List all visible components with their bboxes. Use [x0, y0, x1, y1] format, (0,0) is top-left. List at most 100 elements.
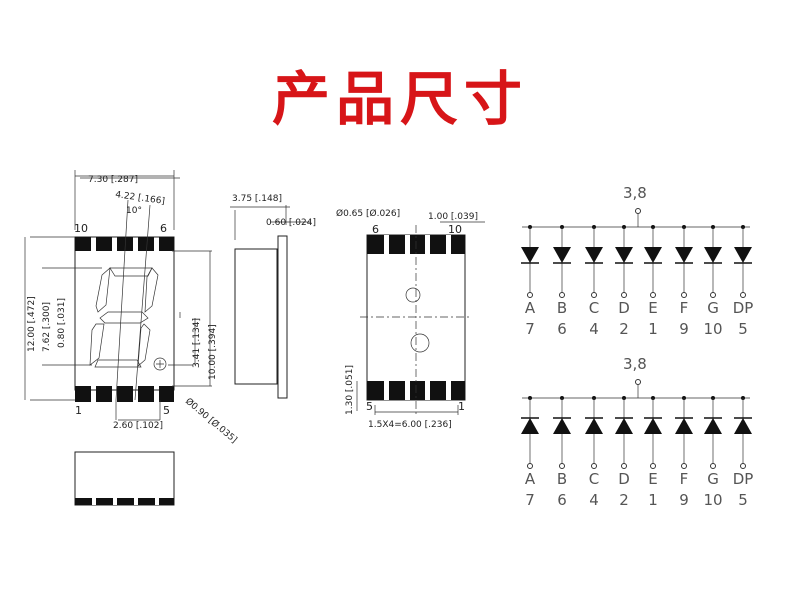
segment-label: A [525, 470, 536, 488]
dim-height: 12.00 [.472] [27, 296, 37, 352]
dim-dp-height: 3.41 [.134] [192, 318, 202, 368]
common-bus [522, 214, 750, 228]
dim-digit-height: 7.62 [.300] [42, 302, 52, 352]
pin-number: 9 [679, 491, 689, 509]
pin-terminal [621, 463, 627, 469]
diode-icon [734, 418, 752, 434]
dim-hole: Ø0.65 [Ø.026] [336, 208, 400, 219]
segment-label: C [589, 470, 599, 488]
common-terminal [635, 379, 641, 385]
pin-number: 5 [738, 320, 748, 338]
segment-label: F [680, 470, 689, 488]
pin-label: 6 [372, 223, 379, 236]
circuit-common-cathode: 3,8A 7 B 6 C 4 D 2 E 1 F 9G 10 DP 5 [521, 355, 753, 509]
dim-pad-height: 1.30 [.051] [345, 365, 355, 415]
segment-label: B [557, 299, 567, 317]
segment-label: E [648, 299, 657, 317]
dim-pitch: 2.60 [.102] [113, 421, 163, 431]
pin-label: 6 [160, 222, 167, 235]
common-bus [522, 385, 750, 399]
diode-icon [675, 418, 693, 434]
pin-terminal [710, 292, 716, 298]
dim-width: 7.30 [.287] [88, 175, 138, 185]
pin-terminal [527, 463, 533, 469]
diode-icon [675, 247, 693, 263]
pin-number: 6 [557, 320, 567, 338]
pin-number: 10 [703, 491, 722, 509]
pin-label: 1 [458, 400, 465, 413]
pin-terminal [621, 292, 627, 298]
segment-label: G [707, 299, 719, 317]
diode-icon [704, 418, 722, 434]
pin-number: 6 [557, 491, 567, 509]
diode-icon [615, 247, 633, 263]
dim-angle: 10° [126, 206, 142, 216]
diode-icon [644, 247, 662, 263]
pin-terminal [559, 463, 565, 469]
common-pin-label: 3,8 [623, 184, 647, 202]
pin-number: 7 [525, 491, 535, 509]
segment-label: E [648, 470, 657, 488]
diode-icon [553, 247, 571, 263]
diode-icon [704, 247, 722, 263]
common-pin-label: 3,8 [623, 355, 647, 373]
pin-terminal [650, 292, 656, 298]
side-view: 3.75 [.148] 0.60 [.024] [230, 194, 316, 399]
circuit-common-anode: 3,8A 7 B 6 C 4 D 2 E 1 F 9G 10 DP 5 [521, 184, 753, 338]
segment-label: D [618, 470, 630, 488]
diode-icon [585, 418, 603, 434]
dim-depth: 3.75 [.148] [232, 194, 282, 204]
dim-segment-width: 4.22 [.166] [115, 190, 166, 207]
dim-body-height: 10.00 [.394] [208, 324, 218, 380]
pin-number: 1 [648, 491, 658, 509]
diode-icon [521, 418, 539, 434]
pin-number: 7 [525, 320, 535, 338]
segment-label: B [557, 470, 567, 488]
diode-icon [553, 418, 571, 434]
pin-label: 10 [448, 223, 462, 236]
pin-label: 5 [163, 404, 170, 417]
pin-number: 1 [648, 320, 658, 338]
segment-label: D [618, 299, 630, 317]
front-view: 7.30 [.287] 4.22 [.166] 10° 10 6 1 5 12.… [24, 170, 239, 446]
segment-label: C [589, 299, 599, 317]
pin-label: 5 [366, 400, 373, 413]
pin-number: 10 [703, 320, 722, 338]
pin-number: 4 [589, 320, 599, 338]
pin-terminal [740, 463, 746, 469]
pin-terminal [710, 463, 716, 469]
pin-number: 4 [589, 491, 599, 509]
pin-label: 1 [75, 404, 82, 417]
pin-terminal [650, 463, 656, 469]
seven-segment-outline [89, 267, 159, 368]
pin-number: 2 [619, 320, 629, 338]
pin-number: 2 [619, 491, 629, 509]
back-view: Ø0.65 [Ø.026] 1.00 [.039] 1.30 [.051] 1.… [336, 208, 485, 430]
segment-label: DP [733, 470, 754, 488]
pin-terminal [681, 292, 687, 298]
circuit-diagrams: 3,8A7B6C4D2E1F9G10DP53,8A7B6C4D2E1F9G10D… [521, 184, 753, 509]
diode-icon [585, 247, 603, 263]
dim-span: 1.5X4=6.00 [.236] [368, 420, 452, 430]
diode-icon [734, 247, 752, 263]
pin-number: 9 [679, 320, 689, 338]
pin-terminal [591, 292, 597, 298]
pin-terminal [559, 292, 565, 298]
bottom-view [74, 451, 175, 506]
common-terminal [635, 208, 641, 214]
dim-pad-width: 1.00 [.039] [428, 212, 478, 222]
segment-label: A [525, 299, 536, 317]
pin-terminal [591, 463, 597, 469]
segment-label: DP [733, 299, 754, 317]
diode-icon [521, 247, 539, 263]
dim-lead-thickness: 0.60 [.024] [266, 218, 316, 228]
pin-number: 5 [738, 491, 748, 509]
dim-segment-thickness: 0.80 [.031] [57, 298, 67, 348]
dim-dp-diameter: Ø0.90 [Ø.035] [183, 396, 239, 446]
diode-icon [615, 418, 633, 434]
segment-label: G [707, 470, 719, 488]
diode-icon [644, 418, 662, 434]
segment-label: F [680, 299, 689, 317]
pin-terminal [527, 292, 533, 298]
